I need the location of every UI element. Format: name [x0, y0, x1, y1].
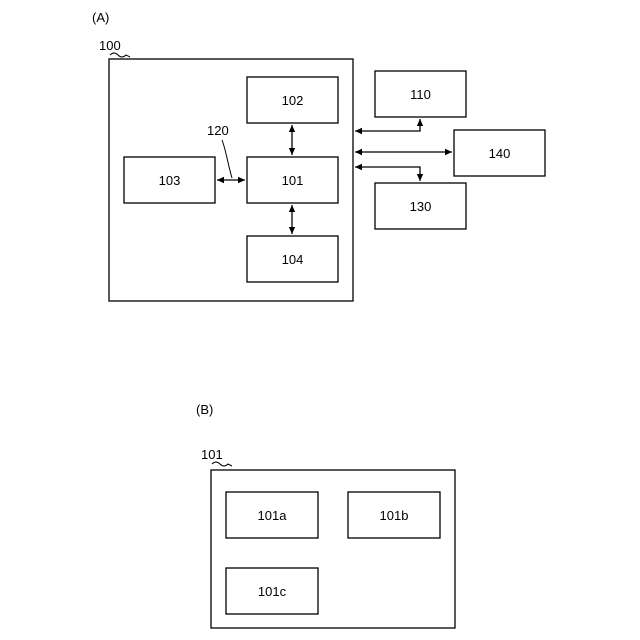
box-104-label: 104	[282, 252, 304, 267]
container-100-leader	[110, 53, 130, 57]
box-103-label: 103	[159, 173, 181, 188]
box-140-label: 140	[489, 146, 511, 161]
box-101c-label: 101c	[258, 584, 287, 599]
box-101a-label: 101a	[258, 508, 288, 523]
panel-label-b: (B)	[196, 402, 213, 417]
box-101-label: 101	[282, 173, 304, 188]
bus-120-label: 120	[207, 123, 229, 138]
container-101-leader	[212, 462, 232, 466]
panel-label-a: (A)	[92, 10, 109, 25]
box-102-label: 102	[282, 93, 304, 108]
box-110-label: 110	[410, 87, 431, 102]
container-100-label: 100	[99, 38, 121, 53]
arrow-100-130	[355, 167, 420, 181]
box-101b-label: 101b	[380, 508, 409, 523]
arrow-100-110	[355, 119, 420, 131]
container-101-label: 101	[201, 447, 223, 462]
box-130-label: 130	[410, 199, 432, 214]
